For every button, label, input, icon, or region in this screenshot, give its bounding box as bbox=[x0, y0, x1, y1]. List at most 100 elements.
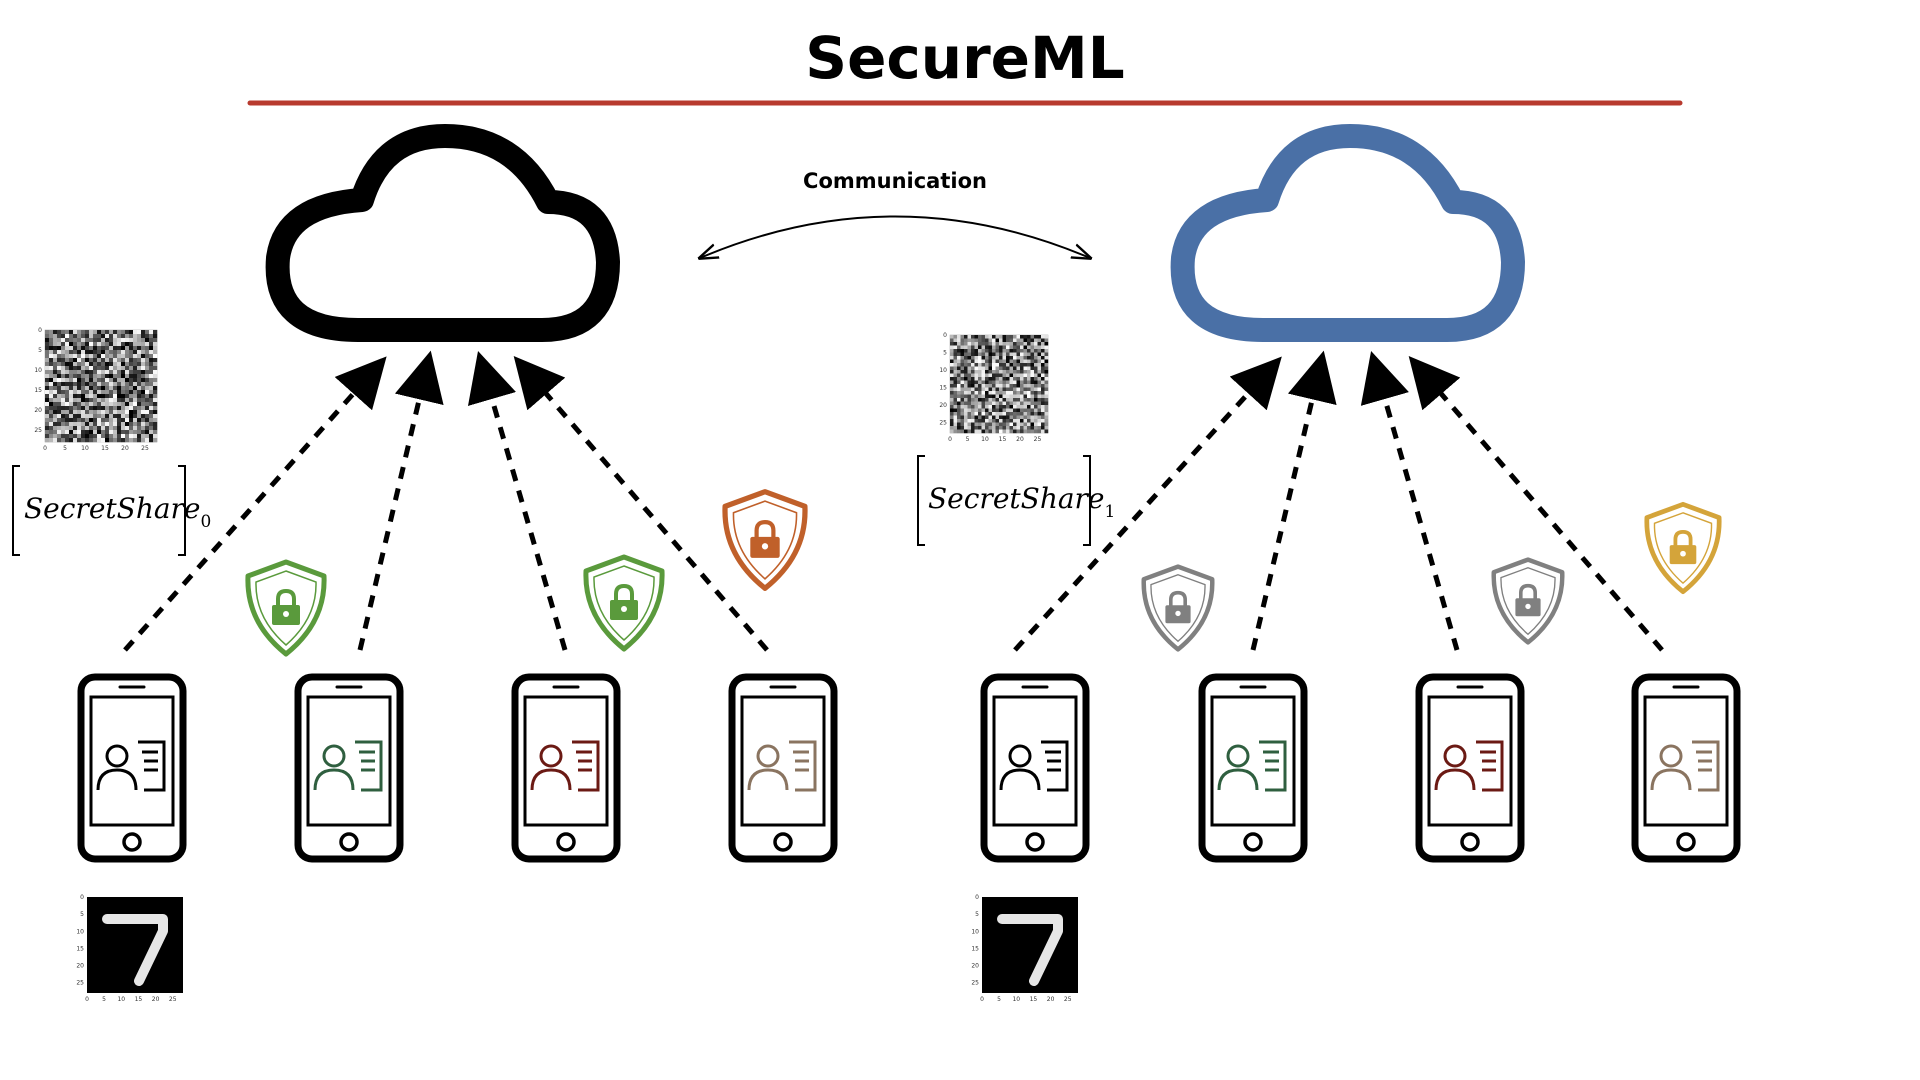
noise-pixel bbox=[97, 350, 102, 355]
noise-pixel bbox=[950, 377, 954, 381]
noise-pixel bbox=[137, 370, 142, 375]
noise-pixel bbox=[1020, 342, 1024, 346]
noise-pixel bbox=[69, 430, 74, 435]
noise-pixel bbox=[113, 342, 118, 347]
noise-pixel bbox=[65, 422, 70, 427]
noise-pixel bbox=[1006, 380, 1010, 385]
noise-pixel bbox=[81, 346, 86, 351]
noise-pixel bbox=[137, 378, 142, 383]
noise-pixel bbox=[145, 354, 150, 359]
noise-pixel bbox=[89, 334, 94, 339]
axis-tick-label: 10 bbox=[971, 928, 979, 935]
noise-pixel bbox=[81, 394, 86, 399]
noise-pixel bbox=[121, 362, 126, 367]
axis-tick-label: 25 bbox=[971, 980, 979, 987]
noise-pixel bbox=[105, 402, 110, 407]
noise-pixel bbox=[985, 363, 989, 367]
noise-pixel bbox=[985, 349, 989, 353]
noise-pixel bbox=[65, 438, 70, 443]
noise-pixel bbox=[101, 354, 106, 359]
noise-pixel bbox=[69, 386, 74, 391]
noise-pixel bbox=[1006, 359, 1010, 364]
noise-pixel bbox=[85, 410, 90, 415]
noise-pixel bbox=[113, 430, 118, 435]
noise-pixel bbox=[133, 378, 138, 383]
noise-pixel bbox=[61, 378, 66, 383]
noise-pixel bbox=[957, 401, 961, 406]
noise-pixel bbox=[974, 401, 979, 406]
noise-pixel bbox=[141, 334, 146, 339]
noise-pixel bbox=[953, 394, 958, 399]
noise-pixel bbox=[105, 434, 110, 439]
axis-tick-label: 10 bbox=[939, 367, 947, 374]
noise-pixel bbox=[109, 378, 114, 383]
noise-pixel bbox=[153, 410, 158, 415]
noise-pixel bbox=[53, 370, 58, 375]
noise-pixel bbox=[85, 334, 90, 339]
noise-pixel bbox=[1041, 422, 1045, 427]
noise-pixel bbox=[137, 350, 142, 355]
noise-pixel bbox=[133, 434, 138, 439]
noise-pixel bbox=[89, 410, 94, 415]
noise-pixel bbox=[105, 362, 110, 367]
noise-pixel bbox=[77, 418, 82, 423]
phone-icon bbox=[980, 673, 1090, 863]
noise-pixel bbox=[999, 335, 1003, 339]
noise-pixel bbox=[1044, 391, 1049, 395]
noise-pixel bbox=[971, 349, 975, 353]
noise-pixel bbox=[109, 410, 114, 415]
noise-pixel bbox=[137, 394, 142, 399]
noise-pixel bbox=[81, 434, 86, 439]
axis-tick-label: 5 bbox=[38, 347, 42, 354]
noise-pixel bbox=[117, 414, 122, 419]
noise-pixel bbox=[141, 422, 146, 427]
noise-pixel bbox=[992, 419, 996, 423]
noise-pixel bbox=[1037, 345, 1042, 350]
noise-pixel bbox=[1020, 398, 1024, 402]
noise-pixel bbox=[117, 386, 122, 391]
noise-pixel bbox=[97, 398, 102, 403]
noise-pixel bbox=[992, 370, 996, 374]
noise-pixel bbox=[1016, 356, 1021, 360]
noise-pixel bbox=[101, 358, 106, 363]
noise-pixel bbox=[1027, 370, 1031, 374]
noise-pixel bbox=[1020, 352, 1024, 357]
noise-pixel bbox=[133, 438, 138, 443]
noise-pixel bbox=[1016, 335, 1021, 339]
noise-pixel bbox=[953, 387, 958, 392]
noise-pixel bbox=[125, 406, 130, 411]
noise-pixel bbox=[69, 406, 74, 411]
noise-pixel bbox=[45, 354, 50, 359]
noise-pixel bbox=[125, 402, 130, 407]
noise-pixel bbox=[957, 373, 961, 378]
noise-pixel bbox=[967, 380, 972, 385]
noise-pixel bbox=[999, 342, 1003, 346]
noise-pixel bbox=[950, 429, 954, 434]
noise-pixel bbox=[73, 402, 78, 407]
noise-pixel bbox=[73, 378, 78, 383]
noise-pixel bbox=[978, 338, 982, 343]
noise-pixel bbox=[1037, 359, 1042, 364]
noise-pixel bbox=[981, 345, 986, 350]
noise-pixel bbox=[101, 330, 106, 335]
noise-pixel bbox=[89, 374, 94, 379]
noise-pixel bbox=[85, 358, 90, 363]
noise-pixel bbox=[978, 401, 982, 406]
noise-pixel bbox=[105, 418, 110, 423]
noise-pixel bbox=[117, 330, 122, 335]
noise-pixel bbox=[988, 401, 993, 406]
noise-pixel bbox=[97, 374, 102, 379]
noise-pixel bbox=[967, 394, 972, 399]
axis-tick-label: 5 bbox=[80, 911, 84, 918]
noise-pixel bbox=[153, 406, 158, 411]
noise-pixel bbox=[45, 350, 50, 355]
noise-pixel bbox=[992, 394, 996, 399]
noise-pixel bbox=[1023, 384, 1028, 388]
noise-pixel bbox=[1002, 405, 1007, 409]
noise-pixel bbox=[45, 378, 50, 383]
noise-pixel bbox=[61, 406, 66, 411]
right-cloud-icon bbox=[1170, 124, 1525, 342]
noise-pixel bbox=[992, 352, 996, 357]
